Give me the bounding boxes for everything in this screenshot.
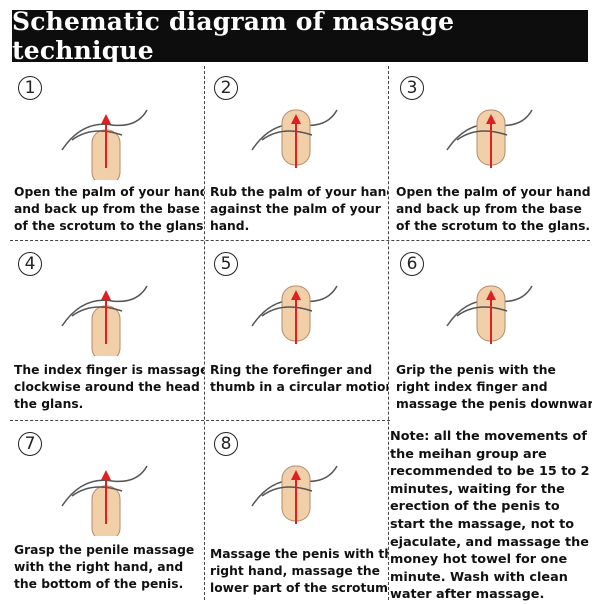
caption-line: thumb in a circular motion.	[210, 380, 388, 394]
caption-line: lower part of the scrotum.	[210, 581, 388, 595]
step-number: 3	[400, 76, 424, 100]
step-number: 6	[400, 252, 424, 276]
step-8: 8 Massage the penis with the right hand, …	[206, 422, 388, 600]
step-caption: Massage the penis with the right hand, ma…	[210, 546, 388, 597]
caption-line: massage the penis downward.	[396, 397, 592, 411]
step-number: 2	[214, 76, 238, 100]
note-line: recommended to be 15 to 2	[390, 464, 590, 480]
step-2: 2 Rub the palm of your hand against the p…	[206, 66, 388, 240]
title-bar: Schematic diagram of massage technique	[12, 7, 588, 65]
technique-illustration	[446, 285, 533, 344]
arrow-head-icon	[486, 114, 496, 124]
note-line: the meihan group are	[390, 446, 547, 462]
note-text: Note: all the movements of the meihan gr…	[390, 428, 589, 604]
caption-line: and back up from the base	[396, 202, 582, 216]
hand-outline	[61, 465, 148, 507]
caption-line: of the scrotum to the glans.	[14, 219, 204, 233]
finger-outline	[261, 130, 313, 141]
technique-illustration	[251, 465, 338, 524]
step-4: 4 The index finger is massaged clockwise …	[10, 242, 204, 420]
caption-line: clockwise around the head of	[14, 380, 204, 394]
note-line: minute. Wash with clean	[390, 569, 568, 585]
arrow-head-icon	[101, 290, 111, 300]
finger-outline	[71, 130, 123, 141]
caption-line: Grasp the penile massage	[14, 543, 195, 557]
step-caption: Open the palm of your hand and back up fr…	[396, 184, 591, 235]
step-6: 6 Grip the penis with the right index fin…	[392, 242, 592, 420]
hand-outline	[61, 285, 148, 327]
divider-horizontal-2	[10, 420, 390, 421]
caption-line: hand.	[210, 219, 250, 233]
step-5: 5 Ring the forefinger and thumb in a circ…	[206, 242, 388, 420]
note-line: erection of the penis to	[390, 499, 560, 515]
finger-outline	[261, 306, 313, 317]
caption-line: right hand, massage the	[210, 564, 381, 578]
caption-line: The index finger is massaged	[14, 363, 204, 377]
caption-line: with the right hand, and	[14, 560, 184, 574]
technique-illustration	[251, 285, 338, 344]
caption-line: Grip the penis with the	[396, 363, 556, 377]
arrow-head-icon	[486, 290, 496, 300]
caption-line: against the palm of your	[210, 202, 381, 216]
finger-outline	[261, 486, 313, 497]
divider-vertical-2	[388, 66, 389, 600]
finger-outline	[456, 130, 508, 141]
technique-illustration	[251, 109, 338, 168]
technique-illustration	[61, 465, 148, 536]
step-number: 7	[18, 432, 42, 456]
step-number: 4	[18, 252, 42, 276]
page-title: Schematic diagram of massage technique	[12, 7, 455, 65]
step-7: 7 Grasp the penile massage with the right…	[10, 422, 204, 600]
caption-line: Rub the palm of your hand	[210, 185, 388, 199]
hand-outline	[61, 109, 148, 151]
caption-line: right index finger and	[396, 380, 548, 394]
arrow-head-icon	[101, 470, 111, 480]
technique-illustration	[61, 285, 148, 356]
step-caption: Rub the palm of your hand against the pal…	[210, 184, 388, 235]
note-line: minutes, waiting for the	[390, 481, 565, 497]
note-line: start the massage, not to	[390, 516, 574, 532]
note-line: money hot towel for one	[390, 552, 568, 568]
step-caption: Ring the forefinger and thumb in a circul…	[210, 362, 388, 396]
finger-outline	[456, 306, 508, 317]
arrow-head-icon	[291, 290, 301, 300]
step-caption: Open the palm of your hand and back up fr…	[14, 184, 204, 235]
arrow-head-icon	[291, 114, 301, 124]
step-1: 1 Open the palm of your hand and back up …	[10, 66, 204, 240]
step-number: 8	[214, 432, 238, 456]
step-3: 3 Open the palm of your hand and back up …	[392, 66, 592, 240]
caption-line: Ring the forefinger and	[210, 363, 373, 377]
caption-line: Open the palm of your hand	[396, 185, 591, 199]
arrow-head-icon	[291, 470, 301, 480]
finger-outline	[71, 306, 123, 317]
note-line: water after massage.	[390, 587, 545, 603]
arrow-head-icon	[101, 114, 111, 124]
caption-line: of the scrotum to the glans.	[396, 219, 591, 233]
caption-line: Open the palm of your hand	[14, 185, 204, 199]
step-number: 5	[214, 252, 238, 276]
divider-horizontal-1	[10, 240, 590, 241]
step-caption: Grip the penis with the right index finge…	[396, 362, 592, 413]
note-line: ejaculate, and massage the	[390, 534, 589, 550]
technique-illustration	[446, 109, 533, 168]
technique-illustration	[61, 109, 148, 180]
caption-line: Massage the penis with the	[210, 547, 388, 561]
divider-vertical-1	[204, 66, 205, 600]
caption-line: the glans.	[14, 397, 84, 411]
step-caption: The index finger is massaged clockwise ar…	[14, 362, 204, 413]
caption-line: the bottom of the penis.	[14, 577, 184, 591]
finger-outline	[71, 486, 123, 497]
step-caption: Grasp the penile massage with the right h…	[14, 542, 194, 593]
caption-line: and back up from the base	[14, 202, 200, 216]
step-number: 1	[18, 76, 42, 100]
note-line: Note: all the movements of	[390, 429, 587, 444]
